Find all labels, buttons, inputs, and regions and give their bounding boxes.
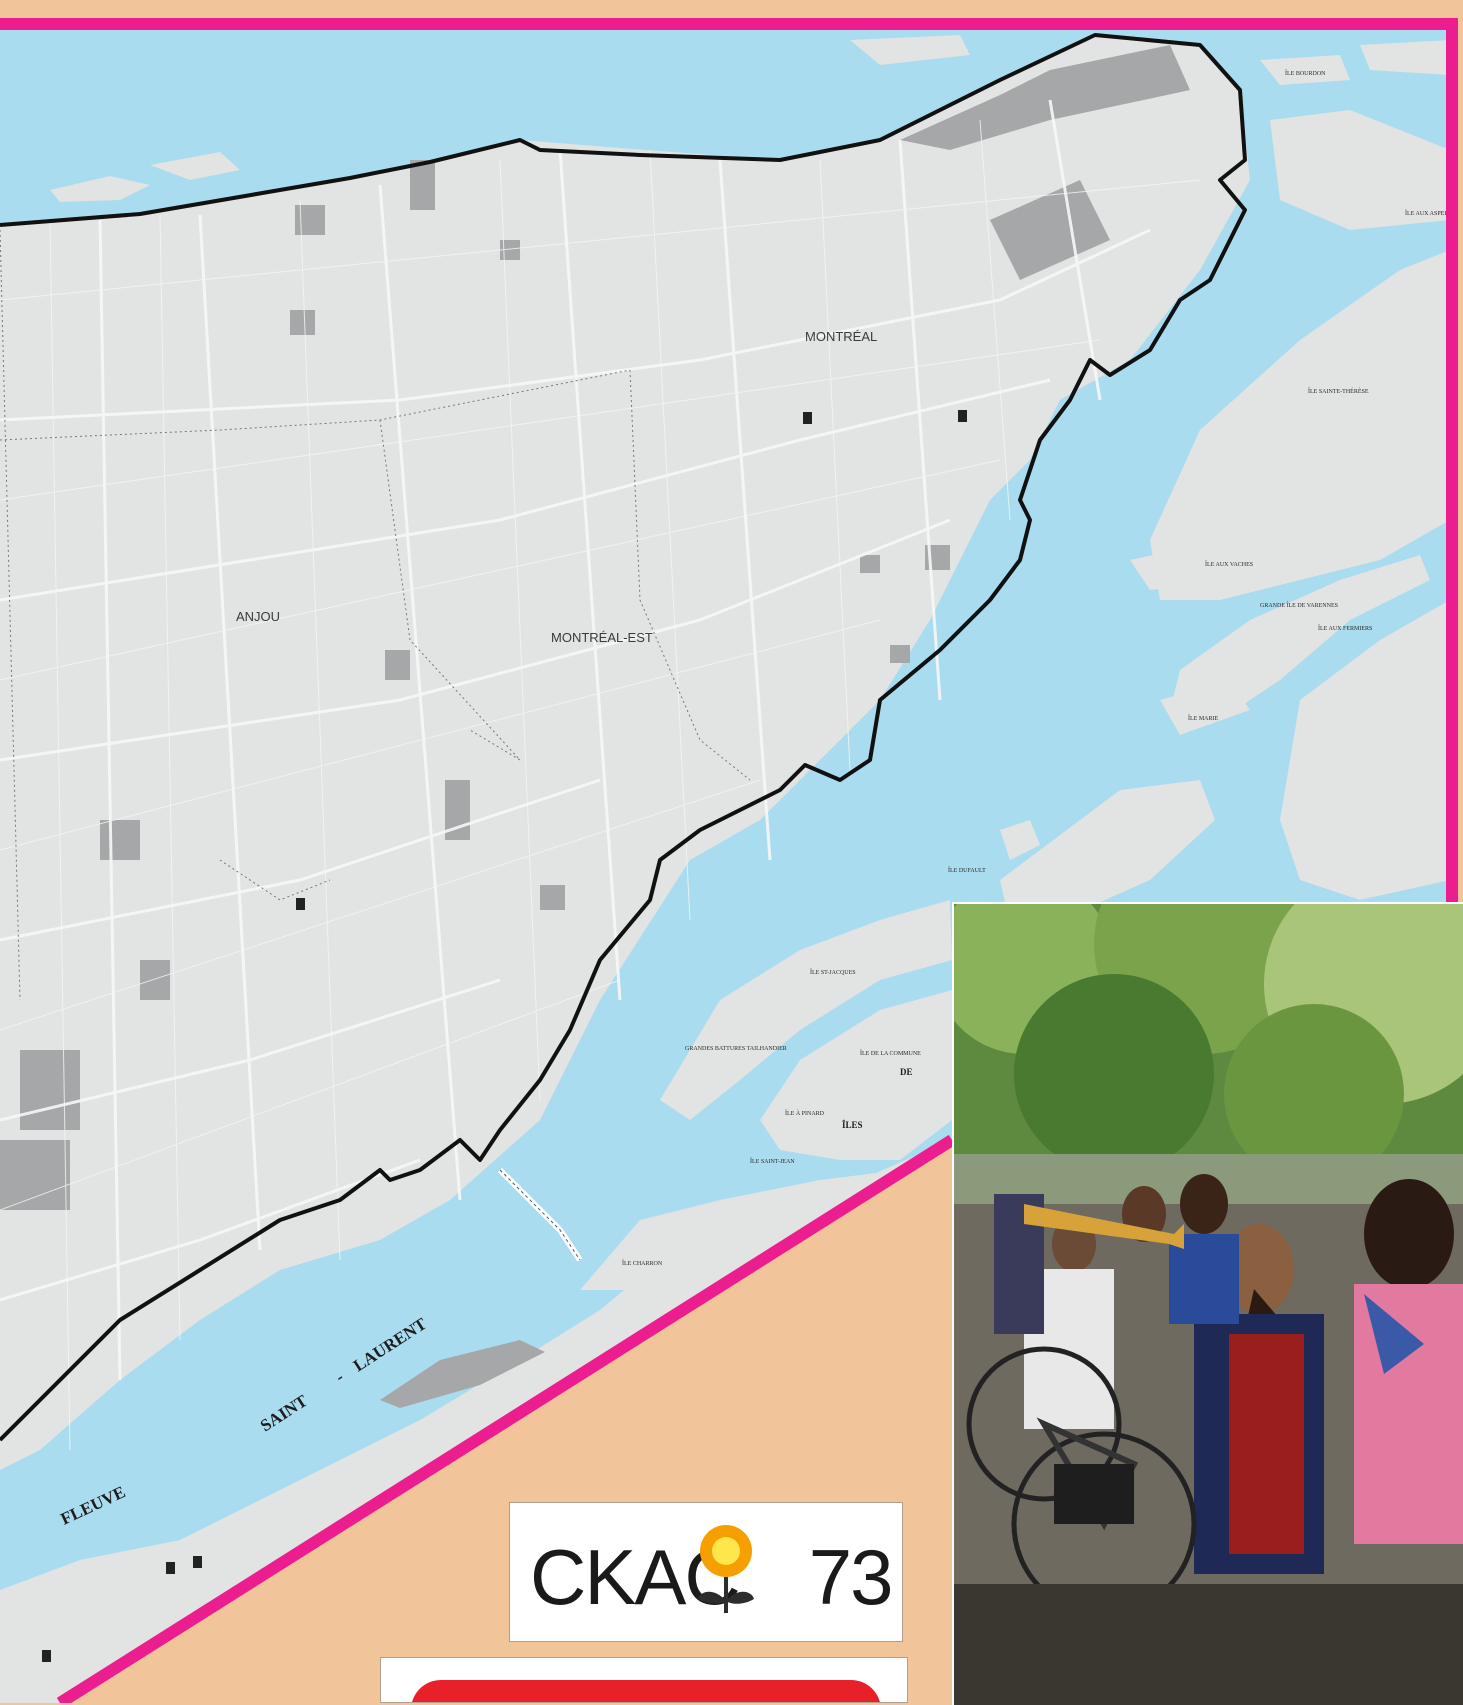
metro-icon [296,898,305,910]
label-grande-ile: GRANDE ÎLE DE VARENNES [1260,601,1338,609]
ile-aux-vaches [1130,540,1300,590]
label-ile-aux-vaches: ÎLE AUX VACHES [1205,560,1253,568]
north-island-top [850,35,970,65]
ile-charron [580,1170,900,1290]
label-montreal-est: MONTRÉAL-EST [551,630,653,645]
ile-sainte-therese [1150,250,1448,600]
label-iles: ÎLES [842,1120,863,1130]
north-shore-strip [0,30,820,150]
north-island-right [1260,55,1350,85]
label-ile-sainte-therese: ÎLE SAINTE-THÉRÈSE [1308,387,1369,395]
metro-icon [193,1556,202,1568]
far-right-shore [1280,600,1448,900]
photo-cyclists-trumpet [952,902,1463,1705]
ile-a-pinard [760,990,952,1160]
north-island-far-right [1360,40,1448,75]
metro-icon [166,1562,175,1574]
bottom-sign [380,1657,908,1703]
label-ile-a-pinard: ÎLE À PINARD [785,1109,825,1117]
label-ile-dufault: ÎLE DUFAULT [948,866,986,874]
label-ile-de-la-commune: ÎLE DE LA COMMUNE [860,1049,921,1057]
label-montreal: MONTRÉAL [805,329,877,344]
label-anjou: ANJOU [236,609,280,624]
logo-number: 73 [808,1533,894,1621]
small-river-island [380,1340,545,1408]
right-shore-top [1270,110,1448,230]
metro-icon [42,1650,51,1662]
label-grandes-battures: GRANDES BATTURES TAILHANDIER [685,1046,787,1052]
street-grid-fine [0,119,1201,1451]
label-ile-marie: ÎLE MARIE [1188,714,1218,722]
street-grid [0,99,1151,1381]
label-de: DE [900,1067,913,1077]
label-ile-bourdon: ÎLE BOURDON [1285,69,1326,77]
municipal-boundaries [0,229,751,1001]
label-ile-aux-asperges: ÎLE AUX ASPERGES [1405,209,1460,217]
island-dufault [1000,820,1040,860]
north-island-1 [50,176,150,202]
label-ile-charron: ÎLE CHARRON [622,1259,663,1267]
red-sign-shape [411,1680,881,1702]
pink-frame-diagonal [56,1134,956,1703]
label-ile-st-jacques: ÎLE ST-JACQUES [810,968,856,976]
label-aux-fermiers: ÎLE AUX FERMIERS [1318,624,1372,632]
montreal-island-land [0,35,1250,1470]
north-island-2 [150,152,240,180]
ile-marie [1160,680,1250,735]
label-ile-saint-jean: ÎLE SAINT-JEAN [750,1157,795,1165]
grande-ile [1170,555,1430,720]
grandes-battures [660,900,952,1120]
city-boundary [0,33,1247,1442]
island-lower-right [1000,780,1215,925]
flower-icon [698,1525,754,1613]
metro-icon [958,410,967,422]
metro-icon [803,412,812,424]
